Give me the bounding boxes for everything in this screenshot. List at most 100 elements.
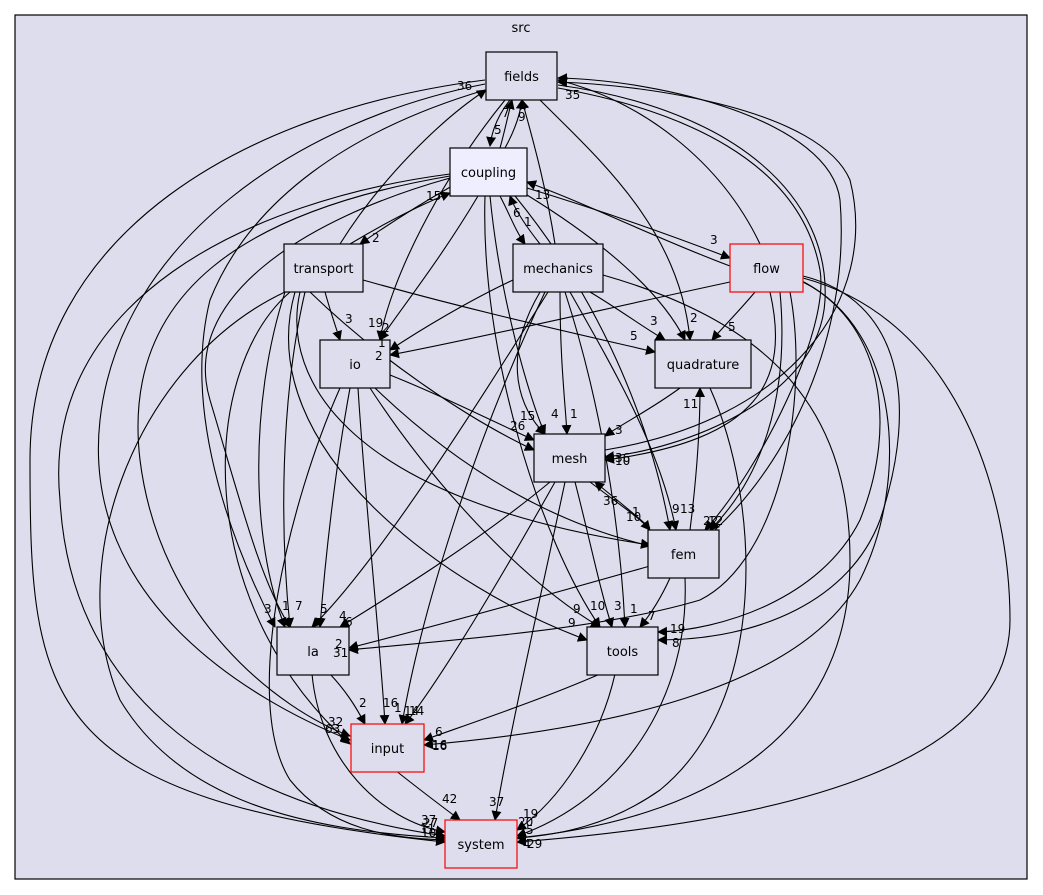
node-input[interactable]: input — [350, 723, 425, 773]
edge-label: 6 — [345, 615, 353, 629]
node-box-mechanics[interactable] — [512, 243, 604, 293]
edge-label: 3 — [615, 423, 623, 437]
edge-label: 10 — [421, 826, 436, 840]
edge-label: 12 — [708, 514, 723, 528]
node-label-mechanics: mechanics — [523, 262, 593, 277]
edge-label: 1 — [630, 602, 638, 616]
edge-label: 1 — [524, 215, 532, 229]
edge-label: 3 — [264, 602, 272, 616]
edge-label: 6 — [513, 206, 521, 220]
edge-label: 37 — [489, 795, 504, 809]
node-flow[interactable]: flow — [729, 243, 804, 293]
edge-label: 14 — [404, 704, 419, 718]
edge-label: 11 — [683, 397, 698, 411]
edge-label: 2 — [375, 349, 383, 363]
edge-label: 7 — [502, 106, 510, 120]
node-fem[interactable]: fem — [647, 529, 720, 579]
node-io[interactable]: io — [319, 339, 391, 389]
node-box-tools[interactable] — [586, 626, 659, 676]
edges — [29, 73, 1011, 847]
edge-label: 36 — [615, 451, 630, 465]
edge-label: 8 — [672, 636, 680, 650]
edge-label: 1 — [378, 336, 386, 350]
node-box-transport[interactable] — [283, 243, 364, 293]
edge-label: 7 — [648, 609, 656, 623]
node-box-flow[interactable] — [729, 243, 804, 293]
edge-label: 1 — [394, 701, 402, 715]
node-box-la[interactable] — [276, 626, 350, 676]
node-label-coupling: coupling — [461, 166, 516, 181]
edge-label: 10 — [590, 599, 605, 613]
node-tools[interactable]: tools — [586, 626, 659, 676]
node-system[interactable]: system — [444, 819, 518, 869]
edge-label: 2 — [359, 696, 367, 710]
edge-label: 37 — [421, 813, 436, 827]
node-transport[interactable]: transport — [283, 243, 364, 293]
edge-label: 2 — [335, 637, 343, 651]
node-label-io: io — [349, 358, 361, 373]
node-box-system[interactable] — [444, 819, 518, 869]
node-la[interactable]: la — [276, 626, 350, 676]
node-coupling[interactable]: coupling — [449, 147, 528, 197]
node-mesh[interactable]: mesh — [533, 433, 606, 483]
edge-label: 19 — [368, 316, 383, 330]
edge-label: 26 — [510, 419, 525, 433]
edge-label: 10 — [626, 510, 641, 524]
edge-label: 1 — [282, 599, 290, 613]
node-box-mesh[interactable] — [533, 433, 606, 483]
edge-label: 31 — [333, 646, 348, 660]
node-label-fields: fields — [504, 70, 539, 85]
node-box-quadrature[interactable] — [654, 339, 752, 389]
edge-label: 35 — [565, 88, 580, 102]
edge-label: 5 — [494, 123, 502, 137]
node-label-input: input — [371, 742, 404, 757]
edge-label: 42 — [442, 792, 457, 806]
node-label-transport: transport — [293, 262, 353, 277]
edge-label: 5 — [526, 823, 534, 837]
edge-label: 5 — [320, 602, 328, 616]
cluster-label: src — [512, 21, 531, 36]
edge-label: 6 — [435, 725, 443, 739]
node-box-input[interactable] — [350, 723, 425, 773]
node-label-flow: flow — [753, 262, 780, 277]
edge-label: 15 — [426, 189, 441, 203]
edge-label: 19 — [523, 807, 538, 821]
edge-label: 1 — [632, 505, 640, 519]
edge-label: 4 — [339, 609, 347, 623]
edge-label: 16 — [383, 696, 398, 710]
edge-label: 36 — [457, 79, 472, 93]
node-box-fem[interactable] — [647, 529, 720, 579]
edge-label: 20 — [518, 815, 533, 829]
edge-label: 7 — [295, 599, 303, 613]
edge-label: 14 — [409, 704, 424, 718]
edge-label: 13 — [535, 188, 550, 202]
edge-label: 16 — [432, 739, 447, 753]
edge-label: 9 — [568, 616, 576, 630]
edge-label: 19 — [670, 622, 685, 636]
node-label-tools: tools — [607, 645, 639, 660]
node-label-quadrature: quadrature — [667, 358, 739, 373]
edge-label: 13 — [680, 502, 695, 516]
edge-label: 3 — [710, 233, 718, 247]
node-label-fem: fem — [671, 548, 696, 563]
edge-label: 9 — [672, 502, 680, 516]
node-fields[interactable]: fields — [485, 51, 558, 101]
node-mechanics[interactable]: mechanics — [512, 243, 604, 293]
edge-label: 3 — [345, 312, 353, 326]
edge-label: 4 — [551, 407, 559, 421]
node-quadrature[interactable]: quadrature — [654, 339, 752, 389]
node-box-fields[interactable] — [485, 51, 558, 101]
node-box-io[interactable] — [319, 339, 391, 389]
edge-label: 16 — [432, 738, 447, 752]
edge-label: 63 — [325, 722, 340, 736]
edge-label: 5 — [630, 329, 638, 343]
edge-label: 36 — [603, 494, 618, 508]
edge-label: 2 — [690, 311, 698, 325]
edge-label: 10 — [615, 454, 630, 468]
edge-label: 22 — [703, 514, 718, 528]
node-box-coupling[interactable] — [449, 147, 528, 197]
edge-label: 11 — [420, 822, 435, 836]
edge-label: 4 — [523, 837, 531, 851]
edge-label: 9 — [518, 110, 526, 124]
edge-label: 1 — [570, 407, 578, 421]
